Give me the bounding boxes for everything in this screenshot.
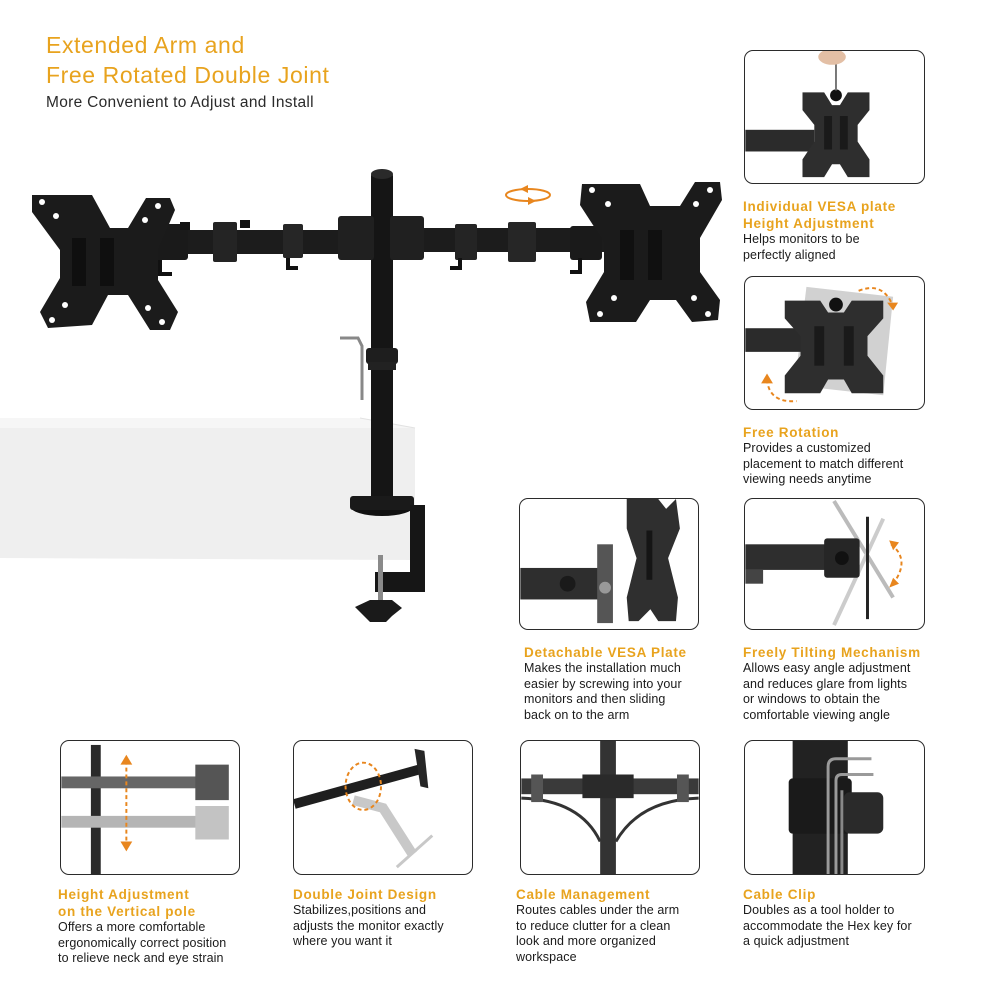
dual-monitor-mount-illustration: [0, 169, 722, 622]
tilting-illustration: [745, 499, 903, 626]
feature-description: Stabilizes,positions and: [293, 903, 427, 917]
feature-caption-tilting: Freely Tilting Mechanism Allows easy ang…: [743, 644, 921, 723]
feature-description: comfortable viewing angle: [743, 707, 891, 722]
feature-image-vesa-height: [744, 50, 925, 184]
feature-caption-detachable-vesa: Detachable VESA Plate Makes the installa…: [524, 644, 687, 723]
cable-management-illustration: [521, 741, 699, 874]
feature-description: and reduces glare from lights: [743, 676, 908, 691]
feature-description: adjusts the monitor exactly: [293, 918, 444, 933]
feature-description: to relieve neck and eye strain: [58, 951, 224, 965]
feature-title: Individual VESA plate: [743, 199, 896, 214]
headline-line-1: Extended Arm and: [46, 32, 245, 58]
feature-image-cable-clip: [744, 740, 925, 875]
feature-description: or windows to obtain the: [743, 692, 881, 706]
feature-description: easier by screwing into your: [524, 676, 682, 691]
headline: Extended Arm and Free Rotated Double Joi…: [46, 30, 330, 114]
feature-title: Cable Clip: [743, 887, 817, 902]
feature-image-pole-height: [60, 740, 240, 875]
vesa-height-illustration: [745, 51, 870, 178]
feature-description: Makes the installation much: [524, 661, 681, 675]
feature-description: viewing needs anytime: [743, 472, 872, 486]
feature-image-cable-management: [520, 740, 700, 875]
feature-description: Allows easy angle adjustment: [743, 661, 911, 675]
feature-description: ergonomically correct position: [58, 935, 227, 950]
feature-title: Double Joint Design: [293, 887, 437, 902]
feature-description: look and more organized: [516, 934, 656, 948]
cable-clip-illustration: [788, 741, 884, 874]
feature-title: Detachable VESA Plate: [524, 645, 687, 660]
feature-image-free-rotation: [744, 276, 925, 410]
feature-image-detachable-vesa: [519, 498, 699, 630]
hero-product-image: [0, 160, 740, 640]
feature-description: where you want it: [293, 934, 392, 948]
feature-caption-free-rotation: Free Rotation Provides a customized plac…: [743, 424, 903, 488]
pole-height-illustration: [61, 744, 229, 874]
feature-caption-cable-clip: Cable Clip Doubles as a tool holder to a…: [743, 886, 912, 950]
double-joint-illustration: [294, 748, 434, 869]
feature-description: Routes cables under the arm: [516, 903, 680, 917]
feature-caption-cable-management: Cable Management Routes cables under the…: [516, 886, 679, 965]
feature-title: Free Rotation: [743, 425, 840, 440]
feature-title: Height Adjustment: [743, 216, 875, 231]
feature-description: Helps monitors to be: [743, 232, 860, 246]
feature-description: Provides a customized: [743, 441, 871, 455]
feature-caption-double-joint: Double Joint Design Stabilizes,positions…: [293, 886, 444, 950]
feature-description: Doubles as a tool holder to: [743, 903, 895, 917]
headline-line-2: Free Rotated Double Joint: [46, 62, 330, 88]
feature-description: accommodate the Hex key for: [743, 918, 912, 933]
feature-caption-pole-height: Height Adjustment on the Vertical pole O…: [58, 886, 226, 967]
feature-title: Cable Management: [516, 887, 651, 902]
feature-description: placement to match different: [743, 456, 904, 471]
feature-title: Height Adjustment: [58, 887, 190, 902]
feature-description: to reduce clutter for a clean: [516, 918, 671, 933]
feature-title: Freely Tilting Mechanism: [743, 645, 921, 660]
headline-subtitle: More Convenient to Adjust and Install: [46, 94, 314, 111]
feature-image-double-joint: [293, 740, 473, 875]
feature-description: a quick adjustment: [743, 934, 850, 948]
feature-description: perfectly aligned: [743, 247, 836, 262]
feature-title: on the Vertical pole: [58, 904, 196, 919]
feature-description: back on to the arm: [524, 707, 630, 722]
detachable-vesa-illustration: [520, 499, 680, 624]
feature-description: workspace: [516, 949, 577, 964]
feature-description: monitors and then sliding: [524, 692, 666, 706]
feature-description: Offers a more comfortable: [58, 920, 206, 934]
feature-caption-vesa-height: Individual VESA plate Height Adjustment …: [743, 198, 896, 263]
free-rotation-illustration: [745, 286, 899, 403]
feature-image-tilting: [744, 498, 925, 630]
